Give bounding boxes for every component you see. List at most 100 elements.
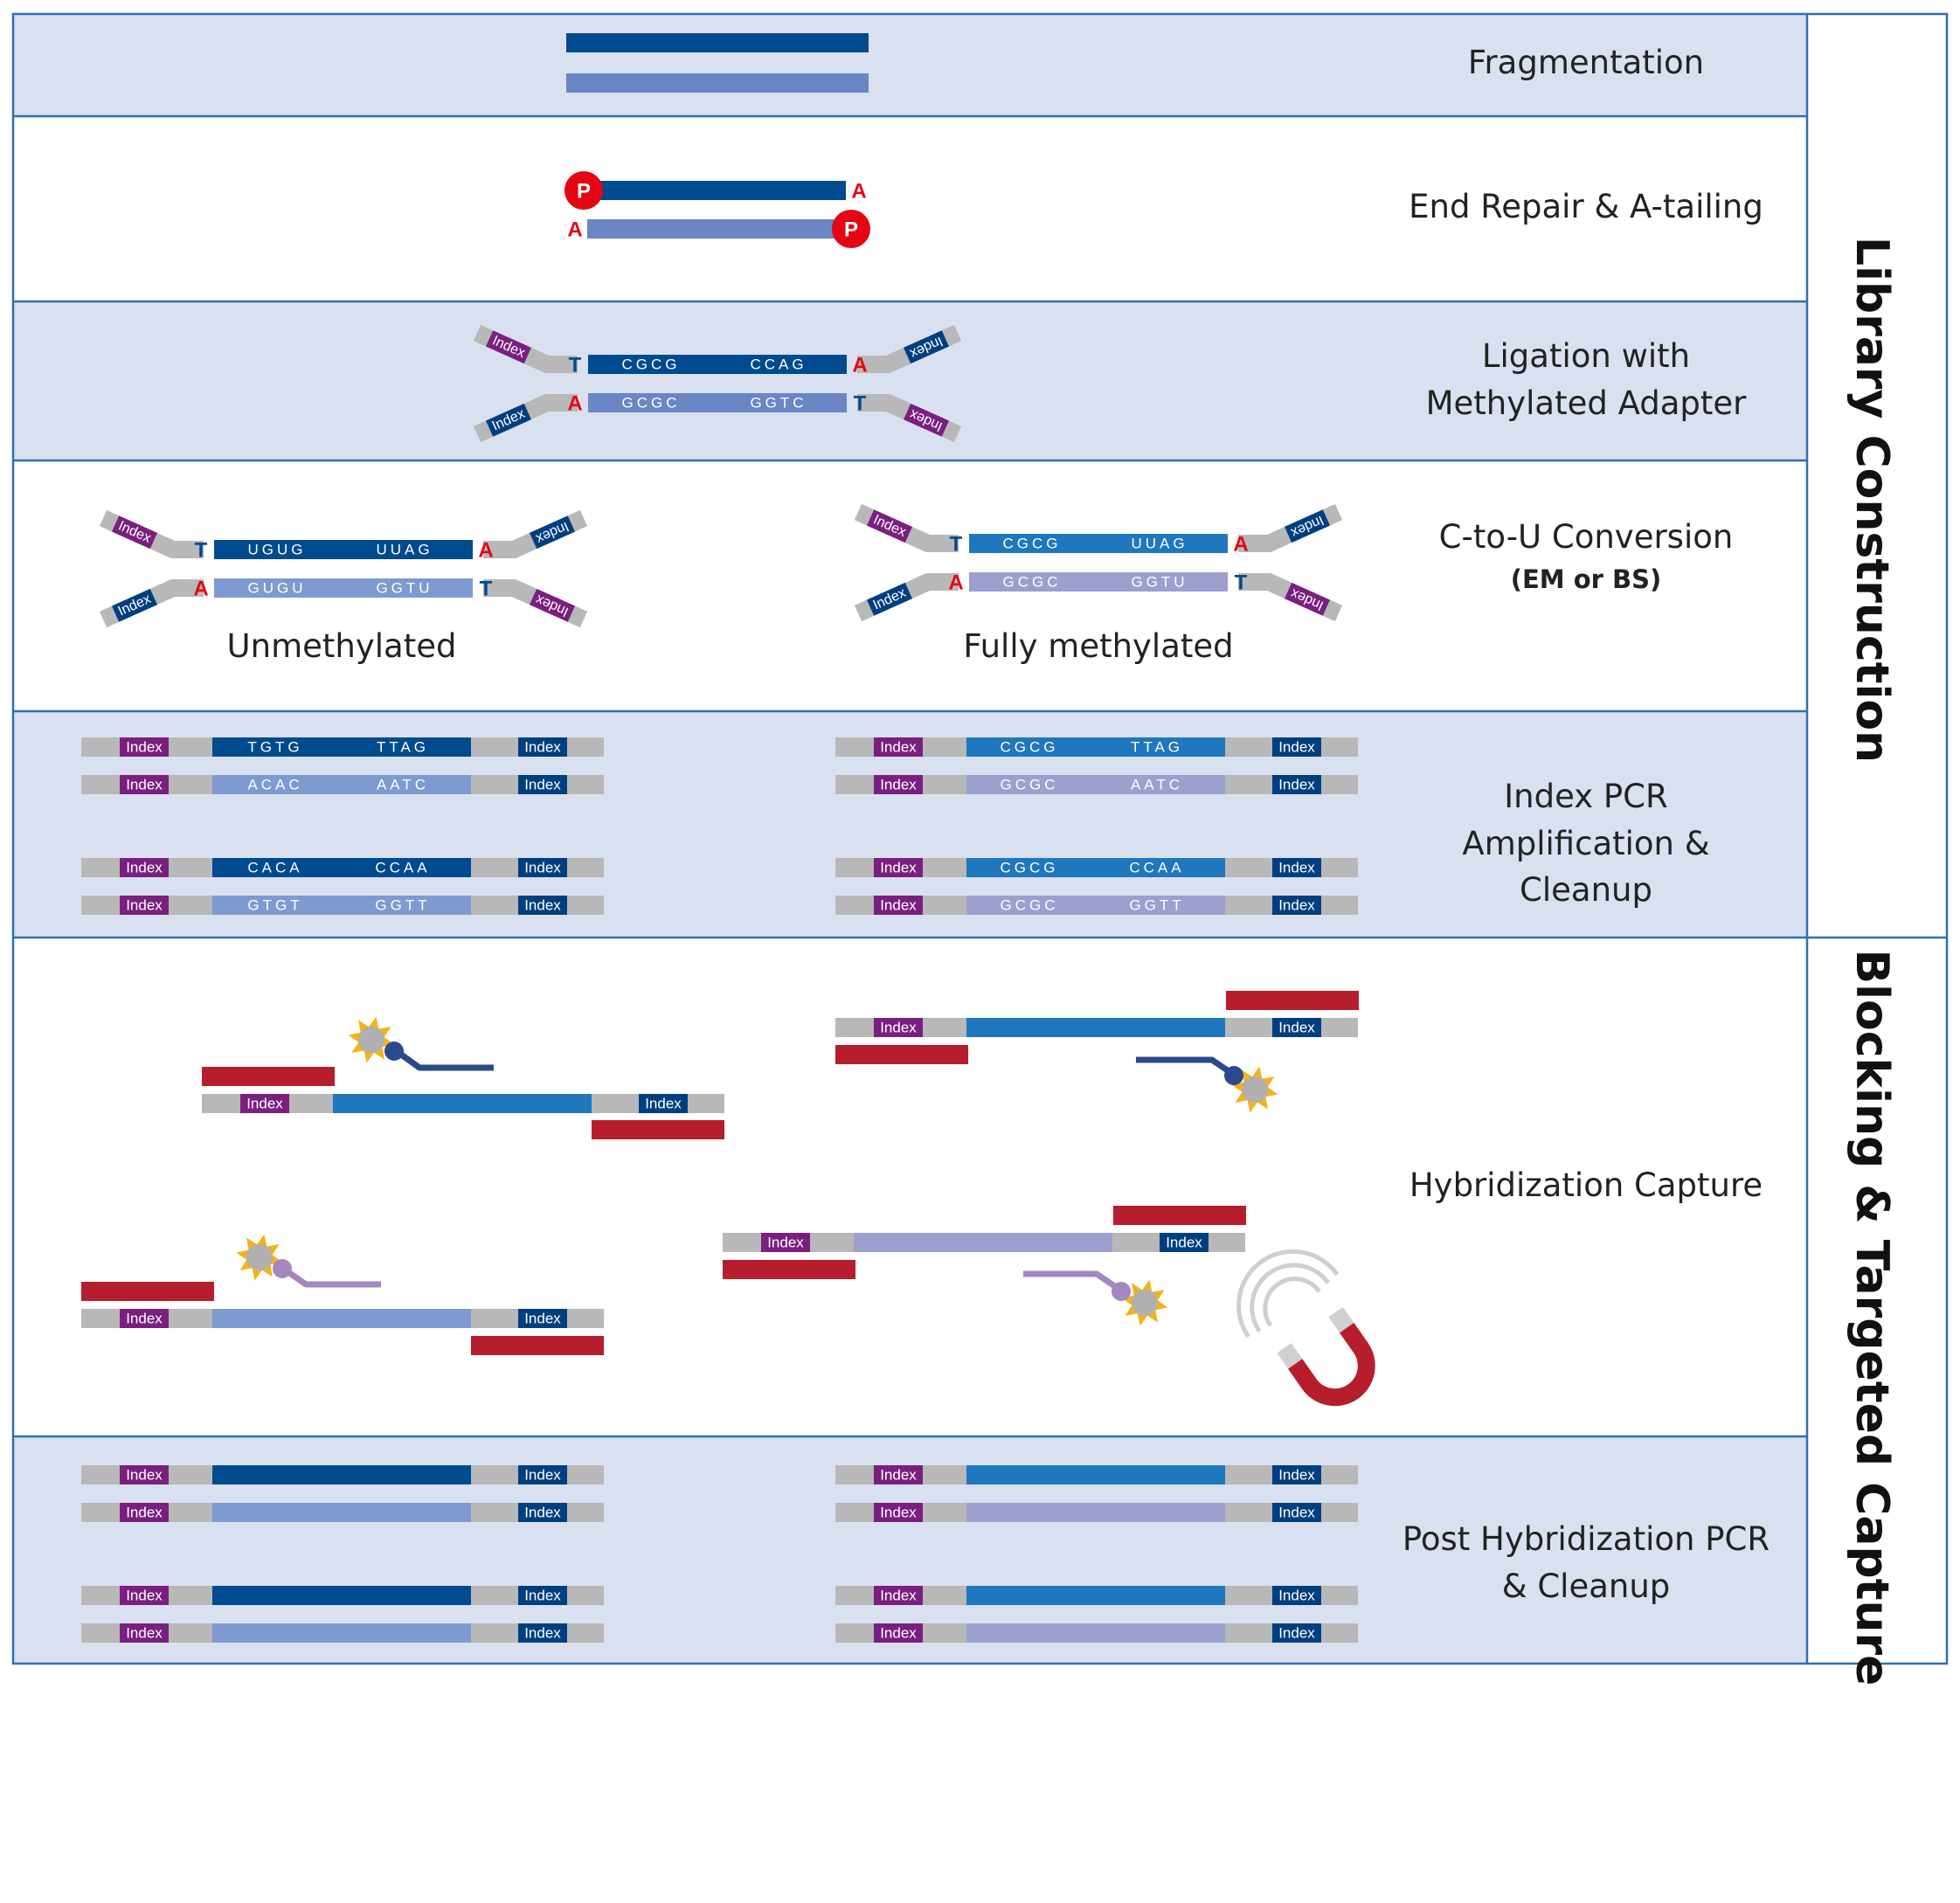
post-right-1-index-right-label: Index <box>1278 1505 1315 1521</box>
pcr-left-0-index-left-box <box>120 737 169 757</box>
bead-lr <box>1121 1279 1168 1326</box>
post-right-2-index-left-label: Index <box>880 1588 917 1604</box>
post-right-1-insert <box>966 1503 1225 1522</box>
magnet-body <box>1287 1322 1375 1407</box>
section-blocking-text: Blocking & Targeted Capture <box>1846 949 1898 1686</box>
pcr-left-0-index-right-label: Index <box>524 739 561 756</box>
unmethylated-duplex-arm-bottom-right-index-label: Index <box>534 592 571 619</box>
unmethylated-duplex-arm-top-right-index-label: Index <box>534 518 571 546</box>
pcr-left-2-index-left-box <box>120 858 169 877</box>
pcr-right-0-index-right-box <box>1272 737 1321 757</box>
pcr-right-2-seq-2: CCAA <box>1129 860 1184 876</box>
methylated-duplex-arm-top-left-index-label: Index <box>871 512 909 540</box>
hyb-molecule-ur-index-right-box <box>1272 1018 1321 1037</box>
pcr-left-2-index-right-box <box>518 858 567 877</box>
probe-ll-biotin <box>273 1259 292 1278</box>
pcr-left-3-index-right-label: Index <box>524 897 561 914</box>
methylated-duplex-insert-top <box>969 534 1228 553</box>
magnet-icon <box>1236 1249 1375 1407</box>
label-post-pcr-text: Post Hybridization PCR & Cleanup <box>1402 1520 1770 1605</box>
post-right-2-index-right-label: Index <box>1278 1588 1315 1604</box>
post-right-2: Index Index <box>835 1586 1358 1605</box>
unmethylated-duplex-arm-bottom-left-index-label: Index <box>116 592 154 619</box>
label-ligation-text: Ligation with Methylated Adapter <box>1425 337 1747 422</box>
magnet-field-0 <box>1263 1277 1321 1327</box>
pcr-left-3-index-left-label: Index <box>126 897 163 914</box>
hyb-molecule-ur-insert <box>966 1018 1225 1037</box>
post-right-3-index-left-label: Index <box>880 1625 917 1642</box>
hyb-molecule-ul-index-right-box <box>639 1094 688 1113</box>
ligation-duplex-arm-top-right-index-box <box>904 330 949 364</box>
pcr-left-0-index-right-box <box>518 737 567 757</box>
post-right-3-insert <box>966 1623 1225 1643</box>
probe-ul-biotin <box>384 1041 404 1061</box>
methylated-duplex-base-t-left: T <box>950 533 963 557</box>
methylated-duplex-base-a-right: A <box>1233 533 1248 557</box>
unmethylated-duplex-arm-bottom-left-index-tag: Index <box>112 588 157 622</box>
probe-ll-strand <box>280 1265 381 1288</box>
phosphate-bottom <box>832 210 870 248</box>
a-tail-top: A <box>851 180 866 204</box>
methylated-duplex-base-a-left: A <box>948 571 963 595</box>
pcr-right-2-index-left-box <box>874 858 923 877</box>
post-right-1-index-left-box <box>874 1503 923 1522</box>
hyb-molecule-lr-insert <box>854 1233 1112 1252</box>
pcr-right-3-seq-1: GCGC <box>1001 897 1059 914</box>
bead-lr-bead <box>1132 1290 1158 1316</box>
pcr-left-1-index-right-label: Index <box>524 777 561 793</box>
pcr-left-1-index-left-label: Index <box>126 777 163 793</box>
unmethylated-duplex-base-a-right: A <box>478 539 493 563</box>
methylated-duplex-arm-bottom-left-index-label: Index <box>871 585 909 613</box>
pcr-right-2-insert <box>966 858 1225 877</box>
post-right-2-index-left-box <box>874 1586 923 1605</box>
pcr-left-2-seq-1: CACA <box>247 860 302 876</box>
label-fragmentation-text: Fragmentation <box>1467 44 1705 81</box>
ligation-duplex-base-a-right: A <box>852 354 867 377</box>
methylated-duplex-arm-bottom-right-index-tag: Index <box>1285 582 1330 616</box>
label-ligation: Ligation with Methylated Adapter <box>1394 333 1778 426</box>
label-hybridization-text: Hybridization Capture <box>1409 1166 1763 1204</box>
pcr-left-1: Index Index ACAC AATC <box>81 775 604 794</box>
post-right-1-index-right-box <box>1272 1503 1321 1522</box>
unmethylated-duplex-seq-bottom-2: GGTU <box>376 580 433 597</box>
post-left-1-index-right-box <box>518 1503 567 1522</box>
unmethylated-duplex-arm-bottom-right-index-box <box>530 588 575 622</box>
post-left-0-index-left-label: Index <box>126 1467 163 1484</box>
methylated-duplex-base-t-right: T <box>1235 571 1248 595</box>
probe-ur-biotin <box>1224 1066 1243 1085</box>
phosphate-top <box>564 171 603 210</box>
pcr-right-3-index-left-label: Index <box>880 897 917 914</box>
pcr-right-1-insert <box>966 775 1225 794</box>
post-left-1-index-left-label: Index <box>126 1505 163 1521</box>
pcr-left-0-seq-2: TTAG <box>377 739 429 756</box>
pcr-right-3-index-right-box <box>1272 896 1321 915</box>
magnet-pole-right <box>1328 1306 1354 1333</box>
unmethylated-duplex-seq-bottom-1: GUGU <box>248 580 307 597</box>
pcr-right-1-index-right-box <box>1272 775 1321 794</box>
methylated-duplex-arm-top-left-index-tag: Index <box>867 509 912 543</box>
unmethylated-duplex-arm-top-right-index-box <box>530 516 575 550</box>
pcr-left-0-insert <box>212 737 471 757</box>
unmethylated-duplex-base-a-left: A <box>193 578 208 601</box>
pcr-right-2-seq-1: CGCG <box>1001 860 1059 876</box>
pcr-left-1-seq-1: ACAC <box>247 777 302 793</box>
fragment-bottom-strand <box>566 73 869 93</box>
pcr-right-2-index-left-label: Index <box>880 860 917 876</box>
methylated-duplex-arm-top-right-index-tag: Index <box>1285 509 1330 543</box>
probe-lr-strand <box>1023 1270 1123 1293</box>
pcr-left-1-seq-2: AATC <box>377 777 429 793</box>
magnet-pole-left <box>1277 1343 1303 1369</box>
unmethylated-duplex-insert-bottom <box>214 578 473 598</box>
ligation-duplex-base-a-left: A <box>567 392 582 416</box>
pcr-left-1-index-left-box <box>120 775 169 794</box>
